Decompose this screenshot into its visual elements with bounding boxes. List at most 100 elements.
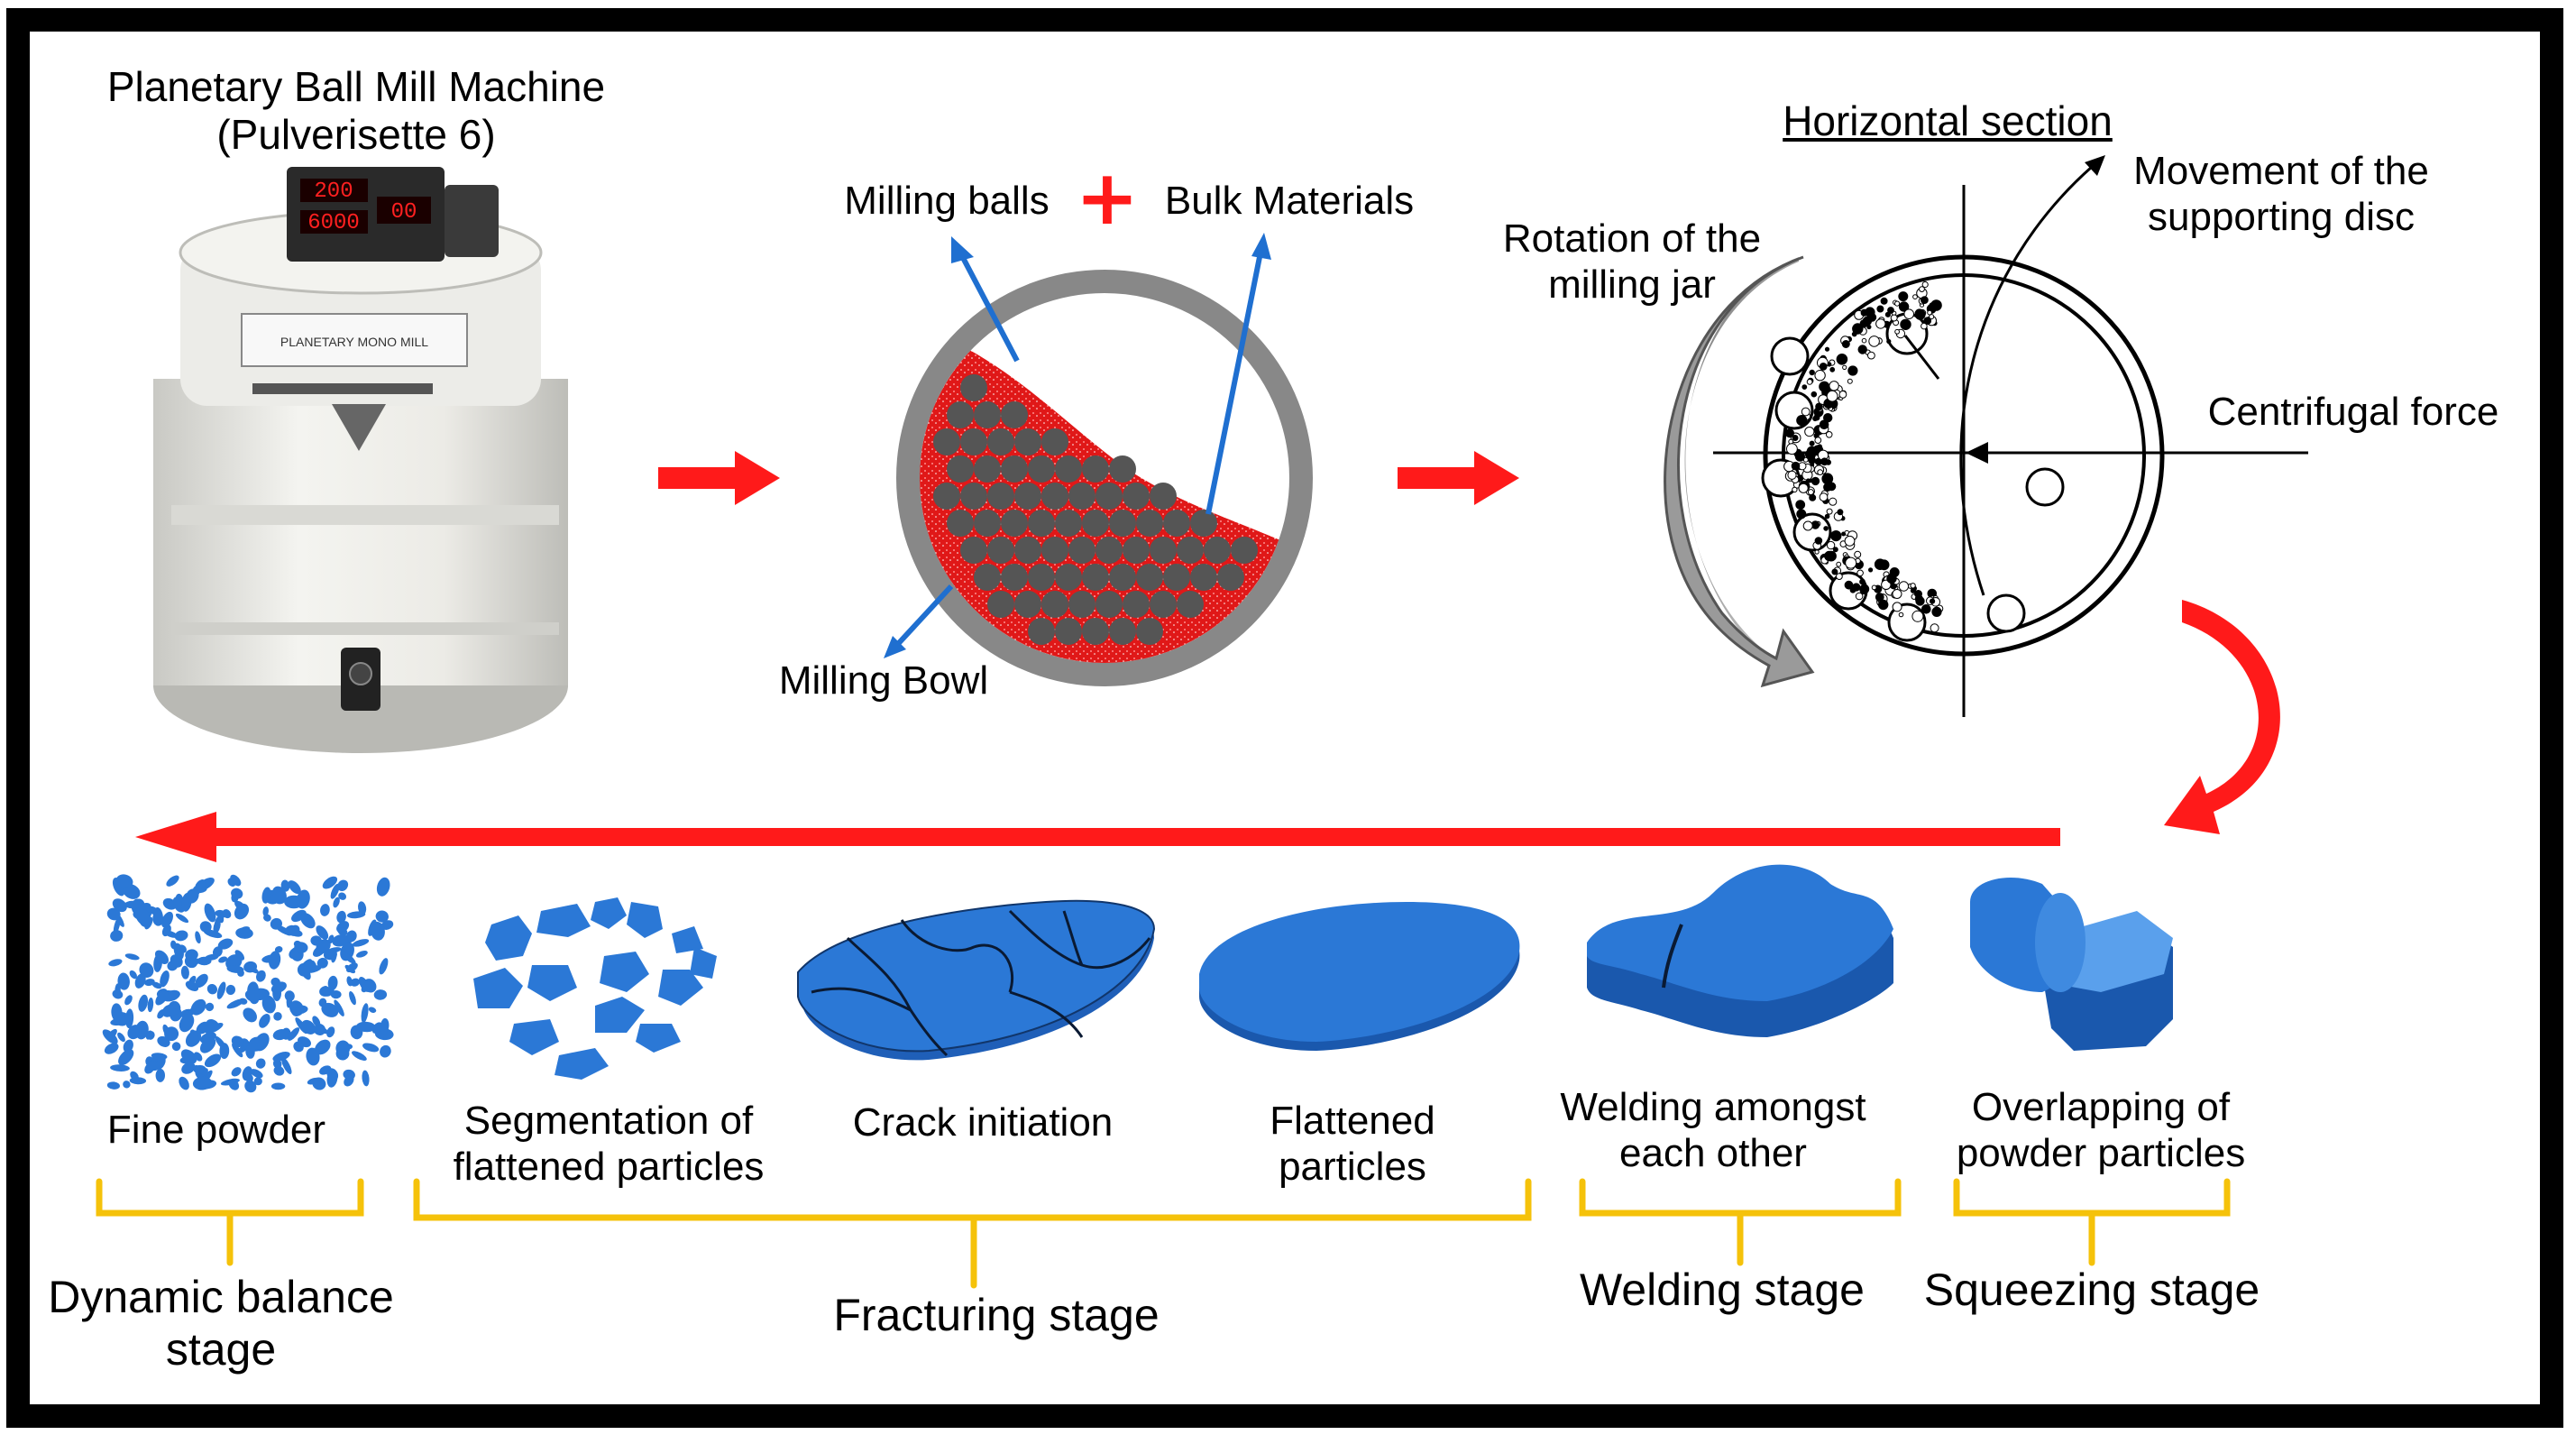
powder-speck bbox=[1829, 366, 1836, 372]
machine-title-line2: (Pulverisette 6) bbox=[216, 110, 496, 158]
particle-label-welding: Welding amongst each other bbox=[1551, 1085, 1875, 1176]
powder-speck bbox=[1795, 500, 1806, 510]
powder-particle bbox=[272, 1058, 282, 1069]
powder-particle bbox=[204, 1053, 222, 1068]
powder-speck bbox=[1919, 286, 1925, 293]
powder-speck bbox=[1921, 296, 1929, 305]
powder-particle bbox=[106, 907, 121, 921]
powder-speck bbox=[1827, 482, 1837, 492]
movement-label-line1: Movement of the bbox=[2133, 149, 2429, 193]
powder-particle bbox=[127, 1025, 142, 1040]
powder-speck bbox=[1930, 598, 1936, 604]
powder-speck bbox=[1898, 301, 1910, 312]
particle-label-fine-powder-line1: Fine powder bbox=[106, 1108, 326, 1152]
milling-balls bbox=[933, 374, 1258, 645]
milling-ball bbox=[1095, 483, 1123, 510]
powder-speck bbox=[1861, 337, 1867, 344]
milling-ball bbox=[1068, 483, 1095, 510]
powder-particle bbox=[299, 959, 313, 974]
outer-frame bbox=[6, 8, 2563, 1428]
powder-particle bbox=[135, 908, 151, 926]
powder-speck bbox=[1832, 547, 1838, 553]
milling-ball bbox=[1123, 537, 1150, 564]
powder-particle bbox=[117, 1032, 125, 1043]
milling-ball bbox=[987, 591, 1014, 618]
powder-speck bbox=[1787, 470, 1797, 480]
display-top-text: 200 bbox=[314, 179, 353, 204]
powder-particle bbox=[155, 1068, 166, 1082]
powder-speck bbox=[1809, 369, 1815, 376]
powder-particle bbox=[327, 975, 338, 990]
powder-particle bbox=[195, 1064, 205, 1075]
powder-particle bbox=[226, 965, 244, 973]
powder-particle bbox=[180, 965, 189, 980]
powder-particle bbox=[362, 1043, 380, 1053]
powder-particle bbox=[333, 897, 340, 908]
powder-particle bbox=[293, 1041, 304, 1053]
milling-ball bbox=[1204, 537, 1231, 564]
powder-particle bbox=[316, 957, 328, 969]
powder-particle bbox=[326, 1026, 335, 1038]
powder-speck bbox=[1868, 336, 1880, 347]
powder-speck bbox=[1812, 416, 1818, 422]
milling-ball bbox=[1001, 401, 1028, 428]
powder-speck bbox=[1796, 415, 1808, 427]
powder-particle bbox=[330, 883, 340, 899]
powder-speck bbox=[1820, 457, 1829, 466]
flattened-particle bbox=[1199, 902, 1520, 1051]
powder-particle bbox=[110, 1064, 130, 1072]
welded-particle bbox=[1587, 864, 1893, 1037]
powder-speck bbox=[1830, 530, 1842, 542]
powder-particle bbox=[352, 939, 370, 947]
milling-ball bbox=[1190, 564, 1217, 591]
milling-ball bbox=[1068, 591, 1095, 618]
milling-ball bbox=[974, 564, 1001, 591]
particle-label-segmentation-line2: flattened particles bbox=[453, 1144, 765, 1189]
powder-particle bbox=[255, 970, 266, 982]
milling-ball bbox=[933, 428, 960, 455]
powder-particle bbox=[330, 989, 342, 999]
powder-particle bbox=[334, 999, 344, 1016]
powder-particle bbox=[275, 924, 292, 935]
powder-particle bbox=[124, 900, 142, 909]
horizontal-section-title: Horizontal section bbox=[1783, 97, 2113, 144]
centrifugal-label: Centrifugal force bbox=[2207, 390, 2499, 434]
powder-particle bbox=[204, 903, 216, 923]
powder-particle bbox=[346, 911, 366, 919]
milling-balls-label: Milling balls bbox=[844, 179, 1050, 223]
powder-particle bbox=[361, 1003, 369, 1023]
powder-particle bbox=[160, 970, 170, 988]
powder-speck bbox=[1855, 592, 1864, 601]
powder-particle bbox=[192, 1076, 213, 1090]
powder-speck bbox=[1912, 294, 1918, 300]
powder-particle bbox=[180, 1049, 197, 1064]
powder-speck bbox=[1819, 492, 1829, 501]
powder-particle bbox=[320, 904, 330, 916]
particle-label-flattened-line2: particles bbox=[1279, 1144, 1426, 1189]
powder-speck bbox=[1811, 391, 1818, 398]
milling-ball bbox=[1041, 537, 1068, 564]
powder-speck bbox=[1868, 567, 1874, 573]
powder-speck bbox=[1892, 589, 1902, 599]
milling-ball bbox=[1082, 510, 1109, 537]
milling-ball bbox=[947, 455, 974, 483]
powder-speck bbox=[1836, 561, 1842, 567]
powder-particle bbox=[171, 1042, 181, 1052]
powder-particle bbox=[255, 1058, 266, 1069]
milling-ball bbox=[1001, 564, 1028, 591]
powder-particle bbox=[262, 906, 269, 916]
powder-speck bbox=[1804, 427, 1815, 437]
milling-ball bbox=[1231, 537, 1258, 564]
powder-speck bbox=[1866, 324, 1872, 330]
fine-powder-particles bbox=[102, 874, 394, 1093]
powder-debris bbox=[1761, 281, 2026, 642]
powder-particle bbox=[349, 990, 356, 1006]
milling-ball bbox=[987, 483, 1014, 510]
powder-particle bbox=[181, 1062, 196, 1074]
movement-label: Movement of the supporting disc bbox=[2110, 149, 2452, 240]
milling-ball bbox=[1082, 618, 1109, 645]
milling-ball bbox=[1014, 591, 1041, 618]
powder-particle bbox=[174, 930, 188, 942]
